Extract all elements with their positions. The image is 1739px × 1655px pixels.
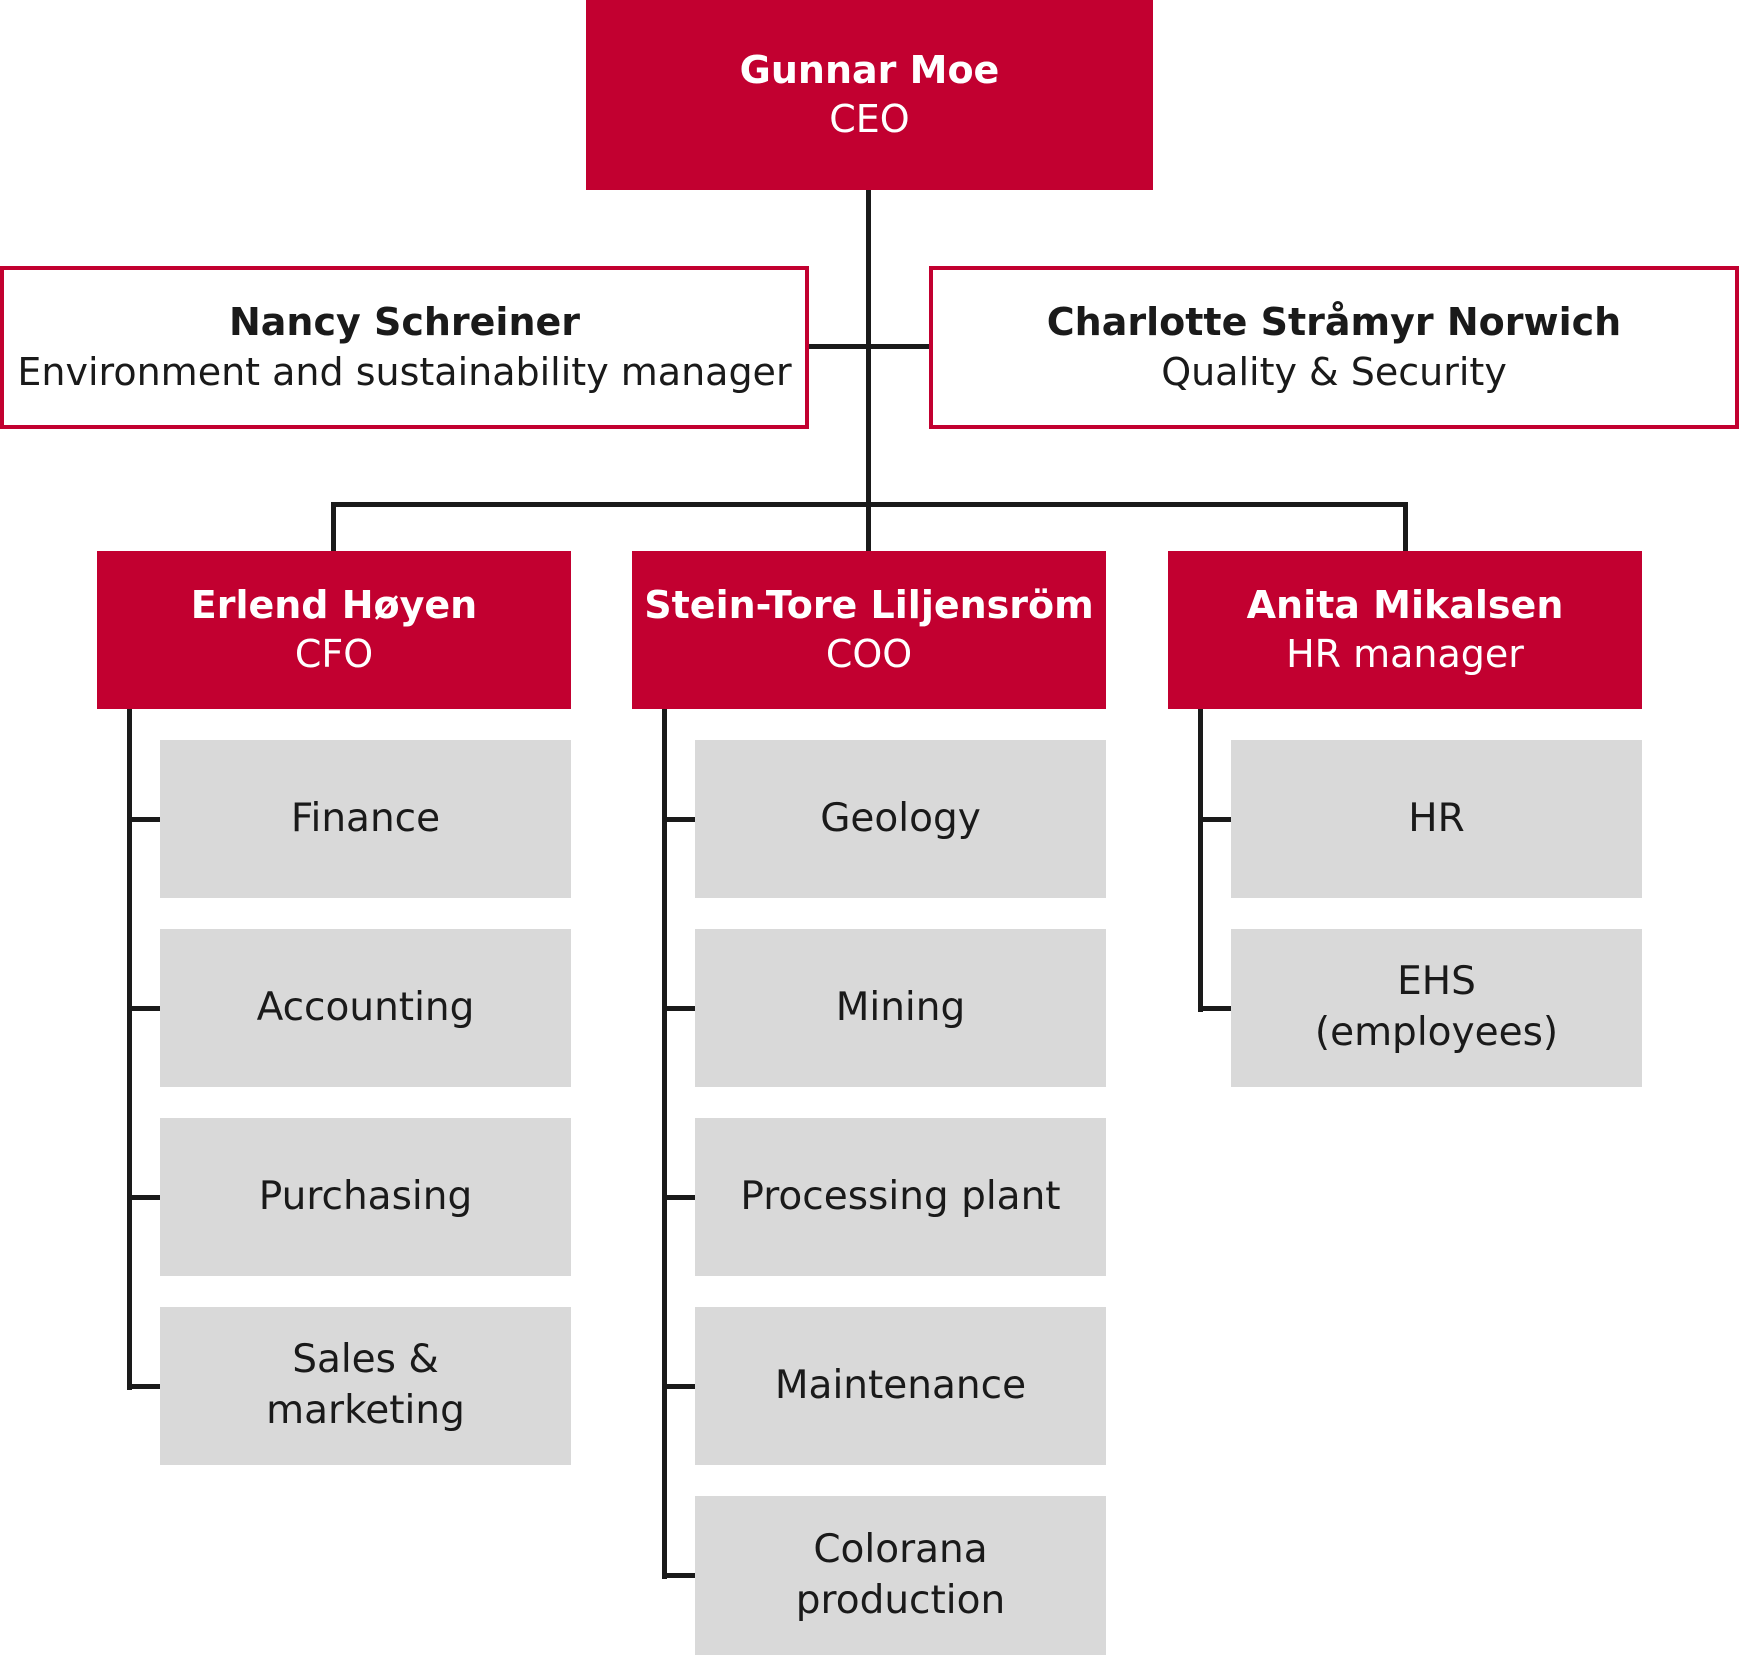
- manager-name: Stein-Tore Liljensröm: [644, 582, 1094, 627]
- department-label: Maintenance: [774, 1362, 1027, 1408]
- cfo-branch-tick: [127, 1006, 161, 1011]
- staff-name: Nancy Schreiner: [228, 300, 581, 345]
- department-label: Mining: [835, 984, 966, 1030]
- department-processing-plant: Processing plant: [695, 1118, 1106, 1276]
- department-finance: Finance: [160, 740, 571, 898]
- ceo-box: Gunnar Moe CEO: [586, 0, 1153, 190]
- cfo-drop-line: [331, 502, 336, 552]
- cfo-branch-tick: [127, 1384, 161, 1389]
- department-label: HR: [1408, 795, 1465, 841]
- department-accounting: Accounting: [160, 929, 571, 1087]
- department-label: Geology: [820, 795, 981, 841]
- coo-branch-tick: [662, 1384, 696, 1389]
- staff-role: Quality & Security: [1161, 349, 1507, 394]
- manager-box-coo: Stein-Tore Liljensröm COO: [632, 551, 1106, 709]
- department-label: Purchasing: [258, 1173, 473, 1219]
- department-ehs: EHS (employees): [1231, 929, 1642, 1087]
- department-label: Colorana production: [795, 1526, 1006, 1623]
- hr-branch-tick: [1198, 1006, 1232, 1011]
- department-geology: Geology: [695, 740, 1106, 898]
- coo-branch-tick: [662, 817, 696, 822]
- coo-branch-spine: [662, 708, 667, 1579]
- coo-branch-tick: [662, 1195, 696, 1200]
- cfo-branch-spine: [127, 708, 132, 1390]
- manager-name: Anita Mikalsen: [1246, 582, 1564, 627]
- department-sales-marketing: Sales & marketing: [160, 1307, 571, 1465]
- staff-box-quality: Charlotte Stråmyr Norwich Quality & Secu…: [929, 266, 1739, 429]
- hr-branch-tick: [1198, 817, 1232, 822]
- department-label: Processing plant: [740, 1173, 1061, 1219]
- manager-box-cfo: Erlend Høyen CFO: [97, 551, 571, 709]
- ceo-role: CEO: [829, 97, 910, 141]
- manager-role: COO: [825, 632, 913, 676]
- department-maintenance: Maintenance: [695, 1307, 1106, 1465]
- department-colorana-production: Colorana production: [695, 1496, 1106, 1655]
- manager-role: HR manager: [1286, 632, 1524, 676]
- department-label: Finance: [290, 795, 441, 841]
- staff-name: Charlotte Stråmyr Norwich: [1046, 300, 1622, 345]
- manager-name: Erlend Høyen: [190, 582, 478, 627]
- coo-branch-tick: [662, 1006, 696, 1011]
- department-label: Sales & marketing: [266, 1337, 465, 1433]
- manager-role: CFO: [294, 632, 374, 676]
- staff-role: Environment and sustainability manager: [17, 349, 792, 394]
- department-label: Accounting: [256, 984, 475, 1030]
- cfo-branch-tick: [127, 817, 161, 822]
- department-hr: HR: [1231, 740, 1642, 898]
- cfo-branch-tick: [127, 1195, 161, 1200]
- ceo-name: Gunnar Moe: [739, 47, 1000, 92]
- coo-branch-tick: [662, 1573, 696, 1578]
- department-mining: Mining: [695, 929, 1106, 1087]
- manager-box-hr: Anita Mikalsen HR manager: [1168, 551, 1642, 709]
- coo-drop-line: [866, 502, 871, 552]
- department-label: EHS (employees): [1314, 959, 1559, 1055]
- hr-branch-spine: [1198, 708, 1203, 1012]
- staff-connector-line: [807, 344, 931, 349]
- staff-box-environment: Nancy Schreiner Environment and sustaina…: [0, 266, 809, 429]
- hr-drop-line: [1403, 502, 1408, 552]
- department-purchasing: Purchasing: [160, 1118, 571, 1276]
